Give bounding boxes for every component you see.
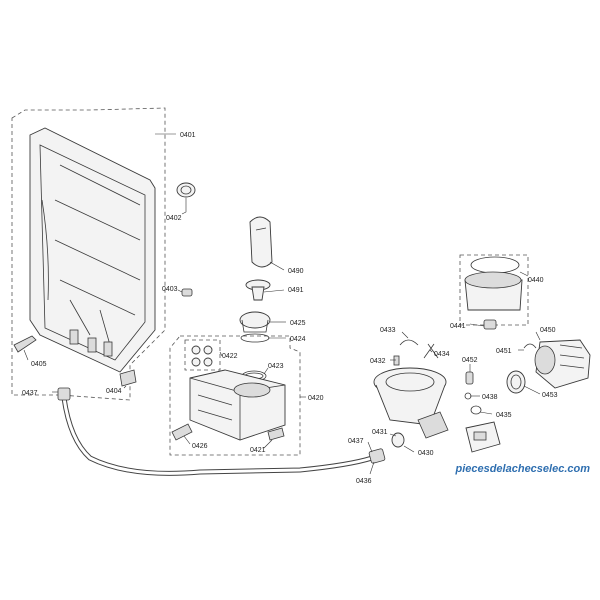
softener-body-part — [189, 369, 286, 441]
label-0426: 0426 — [192, 443, 208, 450]
label-0402: 0402 — [166, 215, 182, 222]
softener-group — [169, 335, 301, 456]
part-0440-heater-ring — [459, 254, 529, 326]
drain-hose-part — [57, 387, 386, 476]
pump-group — [373, 254, 591, 453]
sump-body-part — [373, 367, 449, 439]
part-0434-clip — [423, 343, 439, 359]
part-0432-screw — [393, 355, 400, 366]
label-0490: 0490 — [288, 268, 304, 275]
label-0424: 0424 — [290, 336, 306, 343]
part-0433-hook — [399, 339, 419, 346]
label-0437-right: 0437 — [348, 438, 364, 445]
base-tub-group — [11, 107, 196, 401]
part-0402-ring — [176, 182, 196, 198]
label-0437-left: 0437 — [22, 390, 38, 397]
drain-pump-part — [465, 421, 501, 453]
label-0404: 0404 — [106, 388, 122, 395]
label-0436: 0436 — [356, 478, 372, 485]
part-0404-plug — [119, 369, 137, 387]
label-0441: 0441 — [450, 323, 466, 330]
leader-lines — [23, 133, 541, 475]
label-0434: 0434 — [434, 351, 450, 358]
tub-frame-part — [29, 127, 156, 373]
part-labels: 0401 0402 0403 0405 0404 0437 0490 0491 … — [22, 132, 558, 485]
label-0435: 0435 — [496, 412, 512, 419]
label-0450: 0450 — [540, 327, 556, 334]
label-0425: 0425 — [290, 320, 306, 327]
label-0452: 0452 — [462, 357, 478, 364]
label-0432: 0432 — [370, 358, 386, 365]
label-0438: 0438 — [482, 394, 498, 401]
ring-0424-part — [240, 333, 270, 343]
part-0453-connector — [506, 370, 526, 394]
label-0421: 0421 — [250, 447, 266, 454]
part-0403-fitting — [181, 288, 193, 297]
part-0450-pump — [534, 339, 591, 389]
label-0405: 0405 — [31, 361, 47, 368]
label-0431: 0431 — [372, 429, 388, 436]
label-0423: 0423 — [268, 363, 284, 370]
cap-0491-part — [245, 279, 271, 301]
label-0440: 0440 — [528, 277, 544, 284]
label-0420: 0420 — [308, 395, 324, 402]
label-0451: 0451 — [496, 348, 512, 355]
part-0441-cup — [483, 319, 497, 330]
label-0401: 0401 — [180, 132, 196, 139]
label-0433: 0433 — [380, 327, 396, 334]
part-0405-bracket — [13, 335, 37, 353]
part-0422-seals — [191, 345, 213, 367]
label-0422: 0422 — [222, 353, 238, 360]
label-0491: 0491 — [288, 287, 304, 294]
funnel-0490-part — [249, 216, 273, 268]
label-0453: 0453 — [542, 392, 558, 399]
part-0435-ring — [470, 405, 482, 415]
part-0452-valve — [465, 371, 474, 385]
part-0451-clip — [523, 343, 537, 349]
part-0426-connector — [171, 423, 193, 441]
part-0431-connector — [391, 432, 405, 448]
part-0421-clip — [267, 427, 285, 441]
label-0403: 0403 — [162, 286, 178, 293]
label-0430: 0430 — [418, 450, 434, 457]
cap-0425-part — [239, 311, 271, 333]
watermark-text: piecesdelachecselec.com — [454, 463, 590, 475]
